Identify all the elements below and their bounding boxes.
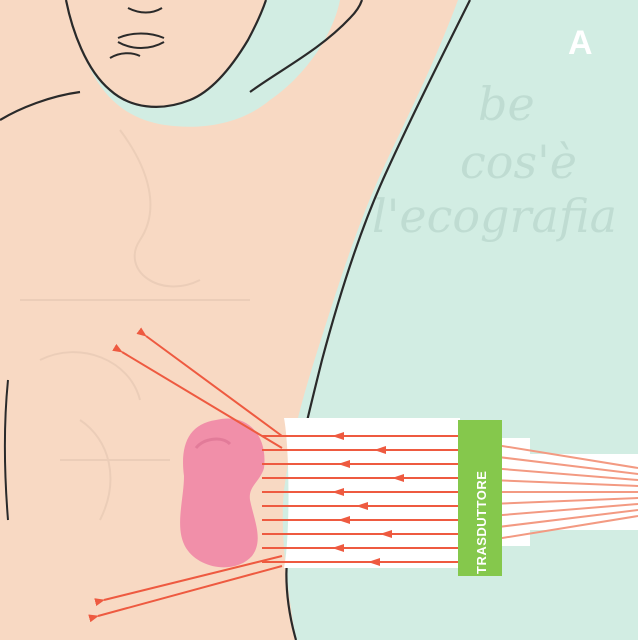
transducer-label: TRASDUTTORE xyxy=(474,471,489,574)
bleed-text-line2: cos'è xyxy=(460,135,577,189)
bleed-text-line1: be xyxy=(478,77,535,131)
panel-letter: A xyxy=(568,24,593,62)
bleed-text-line3: l'ecografia xyxy=(372,189,617,243)
